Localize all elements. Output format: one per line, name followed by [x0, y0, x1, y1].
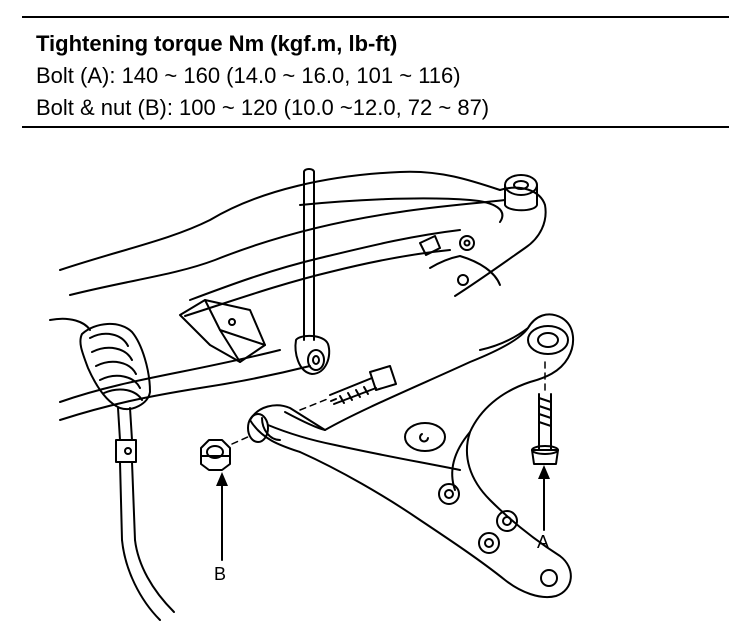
- bolt-a: [531, 393, 559, 465]
- lower-control-arm: [247, 313, 575, 598]
- callout-label-a: A: [537, 532, 550, 552]
- bracket: [179, 299, 266, 363]
- callout-label-b: B: [214, 564, 227, 584]
- steering-boot: [49, 317, 175, 621]
- nut-b: [200, 439, 231, 471]
- torque-spec-bolt-nut-b: Bolt & nut (B): 100 ~ 120 (10.0 ~12.0, 7…: [36, 95, 490, 120]
- torque-spec-title: Tightening torque Nm (kgf.m, lb-ft): [36, 31, 398, 56]
- upper-mount: [504, 174, 538, 212]
- torque-spec-bolt-a: Bolt (A): 140 ~ 160 (14.0 ~ 16.0, 101 ~ …: [36, 63, 461, 88]
- bottom-rule: [22, 126, 729, 128]
- alignment-lines: [231, 359, 546, 445]
- bolt-b: [329, 365, 397, 405]
- top-rule: [22, 16, 729, 18]
- stabilizer-link: [294, 168, 331, 375]
- subframe: [59, 170, 547, 421]
- callout-arrows: [221, 469, 545, 561]
- torque-spec-block: Tightening torque Nm (kgf.m, lb-ft) Bolt…: [36, 28, 489, 124]
